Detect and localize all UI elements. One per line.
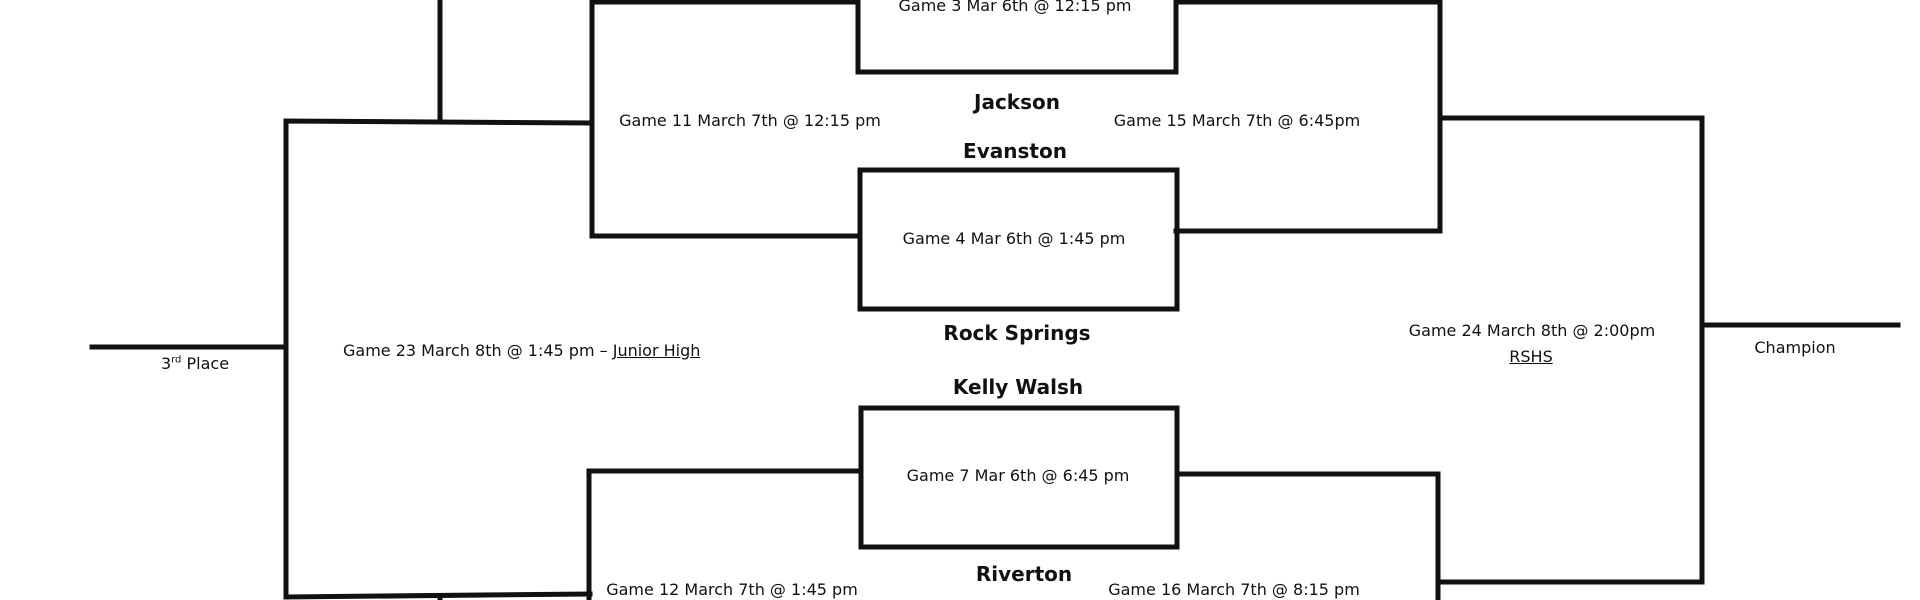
game-11-label: Game 11 March 7th @ 12:15 pm: [619, 111, 881, 130]
game-7-box: [858, 405, 1180, 550]
third-place-number: 3: [160, 354, 172, 373]
champion-label: Champion: [1754, 338, 1836, 357]
team-rock-springs: Rock Springs: [943, 321, 1091, 345]
game-11-bracket: [589, 0, 861, 239]
game-24-location: RSHS: [1509, 347, 1553, 366]
third-place-ordinal: rd: [171, 354, 182, 366]
game-12-bracket: [586, 468, 864, 600]
game-16-label: Game 16 March 7th @ 8:15 pm: [1108, 580, 1360, 599]
game-24-label: Game 24 March 8th @ 2:00pm: [1408, 321, 1656, 340]
game-3-label: Game 3 Mar 6th @ 12:15 pm: [898, 0, 1132, 15]
game-4-label: Game 4 Mar 6th @ 1:45 pm: [902, 229, 1126, 248]
game-16-bracket: [1174, 471, 1441, 600]
game-24-bracket: [1437, 115, 1705, 585]
team-kelly-walsh: Kelly Walsh: [952, 375, 1084, 399]
game-3-box: [855, 0, 1179, 75]
game-15-label: Game 15 March 7th @ 6:45pm: [1113, 111, 1361, 130]
game-7-label: Game 7 Mar 6th @ 6:45 pm: [906, 466, 1130, 485]
third-place-word: Place: [186, 354, 230, 373]
game-23-text: Game 23 March 8th @ 1:45 pm –: [343, 341, 608, 360]
team-evanston: Evanston: [963, 139, 1067, 163]
game-4-box: [857, 167, 1180, 312]
team-riverton: Riverton: [975, 562, 1073, 586]
game-23-location: Junior High: [612, 341, 701, 360]
game-12-label: Game 12 March 7th @ 1:45 pm: [606, 580, 858, 599]
third-place-label: 3rd Place: [161, 354, 229, 373]
game-23-label: Game 23 March 8th @ 1:45 pm – Junior Hig…: [343, 341, 700, 360]
team-jackson: Jackson: [974, 90, 1060, 114]
